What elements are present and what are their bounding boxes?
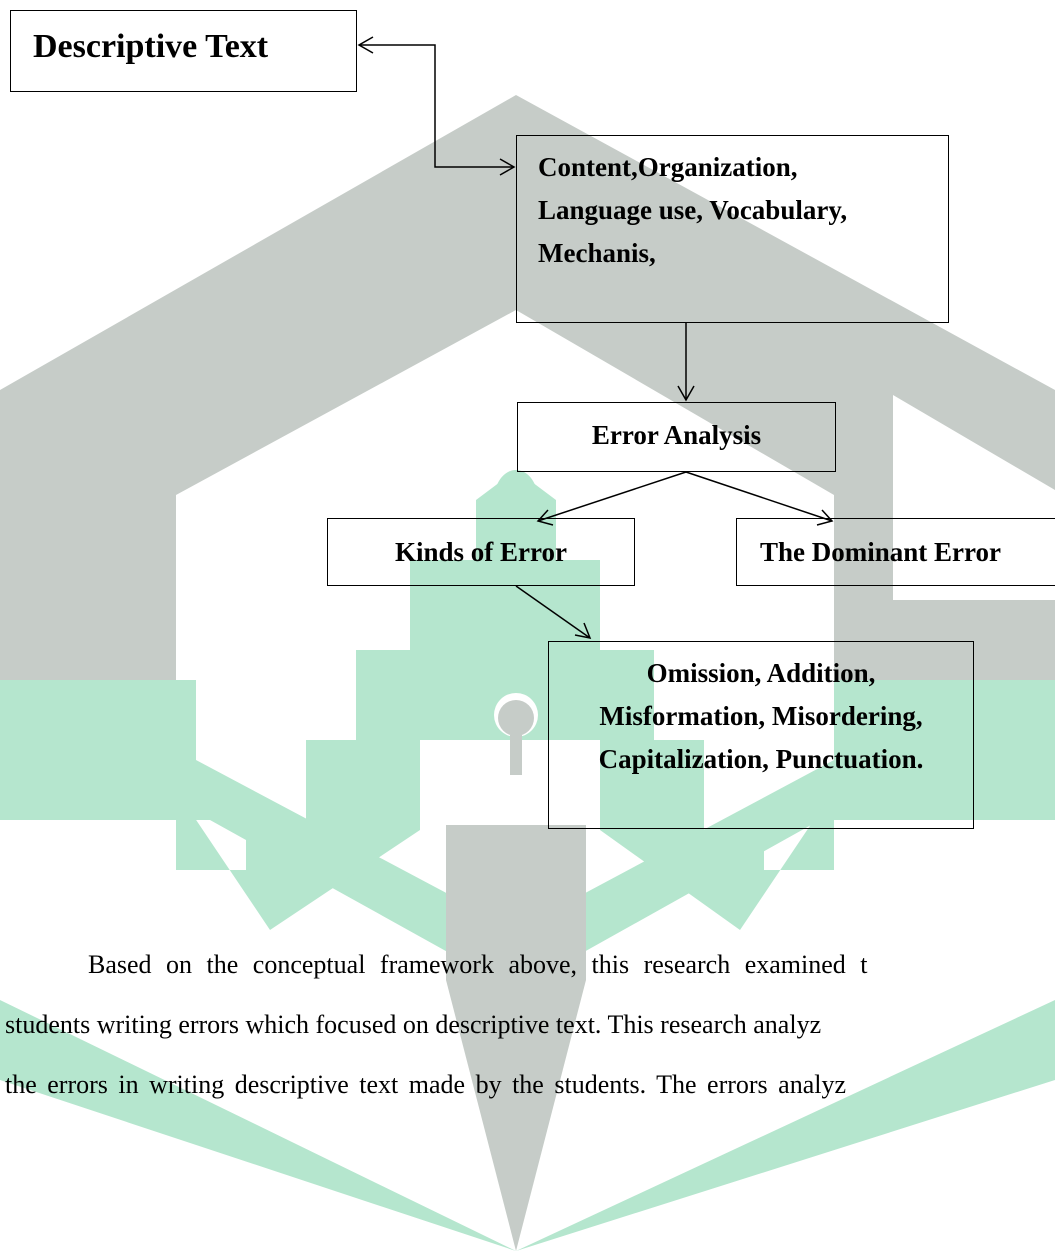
node-label-line: Omission, Addition, — [646, 658, 876, 688]
node-writing-components: Content,Organization, Language use, Voca… — [516, 135, 949, 323]
paragraph-line-3: the errors in writing descriptive text m… — [5, 1070, 846, 1099]
paragraph-line-2: students writing errors which focused on… — [5, 1010, 822, 1039]
node-label-line: Content,Organization, — [538, 152, 798, 182]
arrowhead-error-analysis — [677, 385, 695, 402]
arrowhead-descriptive — [357, 36, 374, 54]
edge-kinds-types — [515, 585, 591, 639]
watermark-pen-nib — [446, 825, 586, 1251]
node-label-line: Capitalization, Punctuation. — [598, 744, 924, 774]
arrowhead-types — [574, 622, 592, 640]
watermark-dome — [494, 470, 538, 530]
edge-descriptive-components — [359, 44, 514, 168]
arrowhead-components — [499, 158, 516, 176]
arrowhead-dominant — [816, 509, 834, 526]
node-descriptive-text: Descriptive Text — [10, 10, 357, 92]
node-label: Error Analysis — [591, 420, 762, 450]
node-label: The Dominant Error — [760, 537, 1001, 567]
node-kinds-of-error: Kinds of Error — [327, 518, 635, 586]
node-label-line: Misformation, Misordering, — [599, 701, 923, 731]
arrowhead-kinds — [536, 509, 554, 526]
node-label: Kinds of Error — [394, 537, 567, 567]
node-dominant-error: The Dominant Error — [736, 518, 1055, 586]
watermark-green-chevron — [0, 1000, 1055, 1251]
node-label-line: Mechanis, — [538, 238, 656, 268]
node-error-analysis: Error Analysis — [517, 402, 836, 472]
watermark-hexagon-frame — [0, 95, 1055, 790]
node-label-line: Language use, Vocabulary, — [538, 195, 848, 225]
node-label: Descriptive Text — [33, 28, 269, 65]
paragraph-line-1: Based on the conceptual framework above,… — [88, 950, 868, 979]
node-error-types: Omission, Addition, Misformation, Misord… — [548, 641, 974, 829]
edge-error-analysis-kinds — [537, 471, 687, 522]
edge-error-analysis-dominant — [685, 471, 833, 522]
